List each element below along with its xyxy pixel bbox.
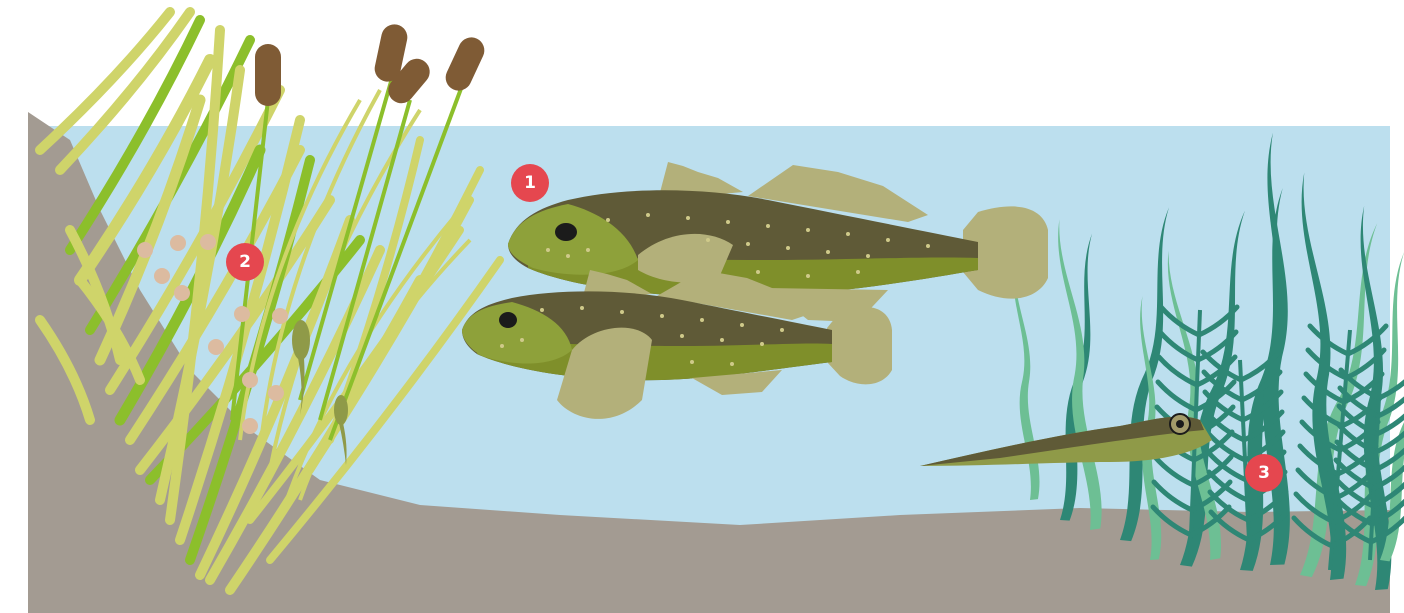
egg-icon: [174, 285, 190, 301]
egg-icon: [170, 235, 186, 251]
egg-icon: [200, 234, 216, 250]
marker-3-label: 3: [1258, 463, 1270, 483]
marker-1-label: 1: [524, 173, 536, 193]
marker-3: 3: [1245, 454, 1283, 492]
egg-icon: [234, 306, 250, 322]
egg-icon: [242, 418, 258, 434]
egg-icon: [208, 339, 224, 355]
egg-icon: [137, 242, 153, 258]
egg-icon: [154, 268, 170, 284]
egg-icon: [272, 308, 288, 324]
marker-1: 1: [511, 164, 549, 202]
marker-2: 2: [226, 243, 264, 281]
marker-2-label: 2: [239, 252, 251, 272]
egg-icon: [268, 385, 284, 401]
egg-icon: [242, 372, 258, 388]
